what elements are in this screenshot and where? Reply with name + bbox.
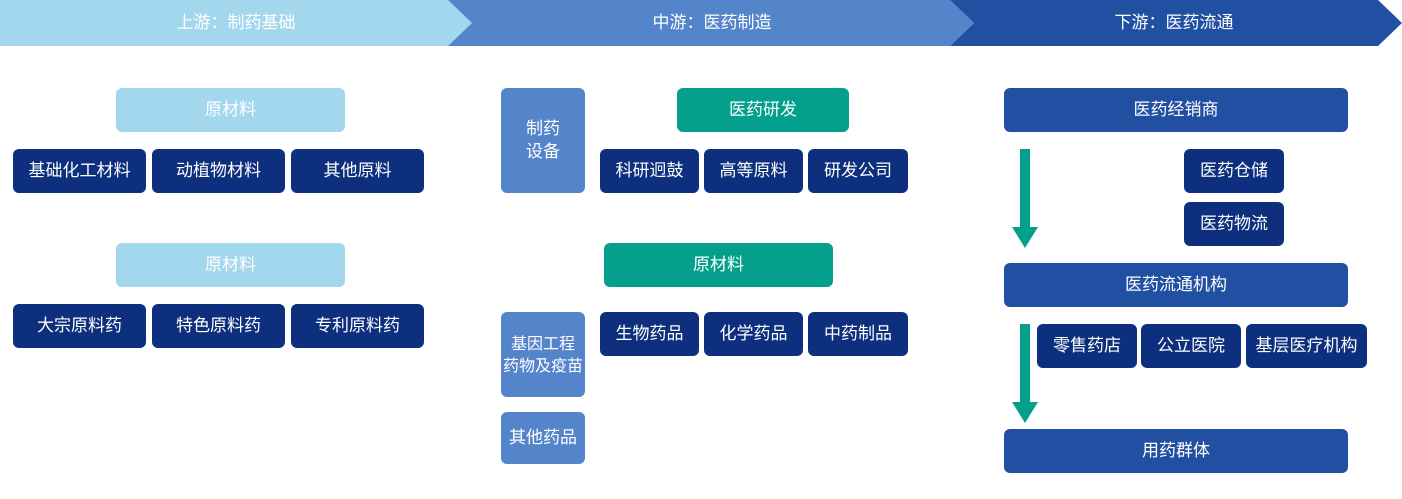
downstream-distributor: 医药经销商 <box>1004 88 1348 132</box>
midstream-item-chemical-drugs: 化学药品 <box>704 312 803 356</box>
midstream-chevron <box>448 0 974 46</box>
downstream-outlet-primary-care: 基层医疗机构 <box>1246 324 1367 368</box>
midstream-rnd-header: 医药研发 <box>677 88 849 132</box>
upstream-chevron <box>0 0 472 46</box>
upstream-item-patent-api: 专利原料药 <box>291 304 424 348</box>
stage-banner <box>0 0 1402 46</box>
downstream-outlet-public-hospital: 公立医院 <box>1141 324 1241 368</box>
downstream-outlet-retail-pharmacy: 零售药店 <box>1037 324 1137 368</box>
upstream-raw-materials-header-2: 原材料 <box>116 243 345 287</box>
downstream-users: 用药群体 <box>1004 429 1348 473</box>
upstream-raw-materials-header-1: 原材料 <box>116 88 345 132</box>
midstream-rnd-item-research: 科研迥鼓 <box>600 149 699 193</box>
downstream-chevron <box>950 0 1402 46</box>
upstream-item-plant-animal: 动植物材料 <box>152 149 285 193</box>
midstream-item-tcm: 中药制品 <box>808 312 908 356</box>
midstream-rnd-item-rnd-company: 研发公司 <box>808 149 908 193</box>
stage-upstream-label: 上游：制药基础 <box>176 13 296 33</box>
midstream-equipment: 制药 设备 <box>501 88 585 193</box>
downstream-logistics: 医药物流 <box>1184 202 1284 246</box>
upstream-item-specialty-api: 特色原料药 <box>152 304 285 348</box>
midstream-other-drugs: 其他药品 <box>501 412 585 464</box>
down-arrow-icon <box>1012 149 1038 248</box>
down-arrow-icon <box>1012 324 1038 423</box>
midstream-gene-engineering: 基因工程 药物及疫苗 <box>501 312 585 397</box>
midstream-rnd-item-higher-materials: 高等原料 <box>704 149 803 193</box>
stage-downstream-label: 下游：医药流通 <box>1114 13 1234 33</box>
upstream-item-bulk-api: 大宗原料药 <box>13 304 146 348</box>
downstream-circulation: 医药流通机构 <box>1004 263 1348 307</box>
midstream-item-biologics: 生物药品 <box>600 312 699 356</box>
upstream-item-basic-chemicals: 基础化工材料 <box>13 149 146 193</box>
midstream-materials-header: 原材料 <box>604 243 833 287</box>
upstream-item-other-raw: 其他原料 <box>291 149 424 193</box>
stage-midstream-label: 中游：医药制造 <box>652 13 772 33</box>
downstream-storage: 医药仓储 <box>1184 149 1284 193</box>
